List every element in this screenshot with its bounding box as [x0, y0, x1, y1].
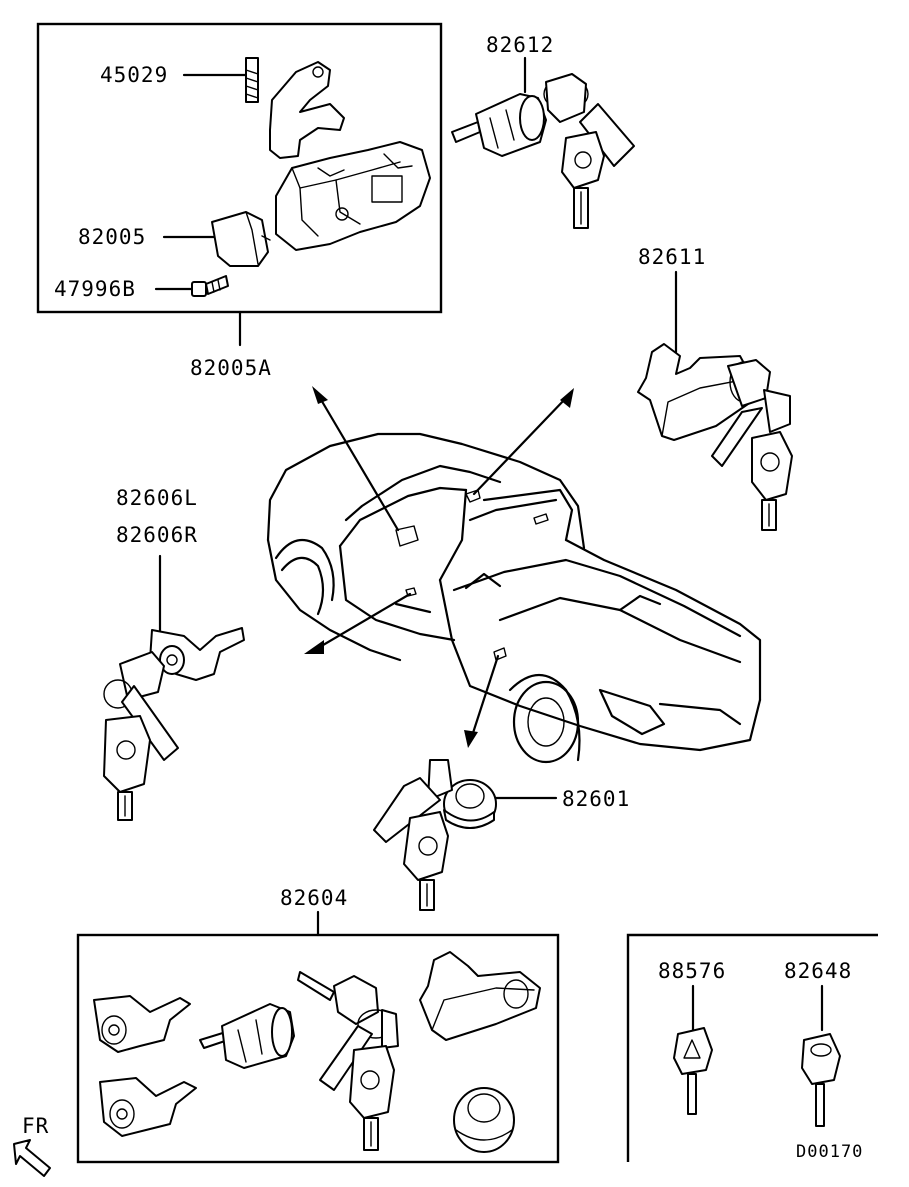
- label-82005: 82005: [78, 225, 146, 249]
- front-direction-arrow-icon: [13, 1139, 51, 1177]
- kit-keys: [297, 971, 399, 1151]
- pickup-truck-outline: [266, 432, 762, 764]
- diagram-code: D00170: [796, 1142, 863, 1162]
- key-88576: [673, 1027, 713, 1115]
- label-82612: 82612: [486, 33, 554, 57]
- label-82648: 82648: [784, 959, 852, 983]
- label-82611: 82611: [638, 245, 706, 269]
- door-cylinder-82606: [103, 627, 245, 821]
- kit-fuel-cap: [453, 1087, 515, 1153]
- label-45029: 45029: [100, 63, 168, 87]
- label-88576: 88576: [658, 959, 726, 983]
- tailgate-handle-82611: [637, 343, 793, 531]
- key-82648: [801, 1033, 841, 1127]
- label-82601: 82601: [562, 787, 630, 811]
- kit-82604-box: [76, 933, 560, 1164]
- blank-keys-bracket: [626, 933, 878, 1162]
- cover-82005: [211, 211, 271, 267]
- ignition-cylinder-82612: [451, 73, 635, 229]
- label-82606r: 82606R: [116, 523, 198, 547]
- label-82606l: 82606L: [116, 486, 198, 510]
- label-82604: 82604: [280, 886, 348, 910]
- pin-45029: [245, 57, 259, 103]
- kit-door-cylinder-upper: [93, 995, 191, 1053]
- kit-door-cylinder-lower: [99, 1077, 197, 1137]
- screw-47996b: [191, 275, 229, 297]
- fuel-cap-82601: [373, 759, 497, 911]
- pointer-arrows: [304, 386, 574, 748]
- kit-ignition-cylinder: [199, 1003, 295, 1069]
- kit-tailgate-handle: [419, 951, 541, 1041]
- ignition-switch-body: [275, 141, 431, 251]
- label-82005a: 82005A: [190, 356, 272, 380]
- lock-bracket: [269, 61, 345, 159]
- label-47996b: 47996B: [54, 277, 136, 301]
- label-fr: FR: [22, 1114, 49, 1138]
